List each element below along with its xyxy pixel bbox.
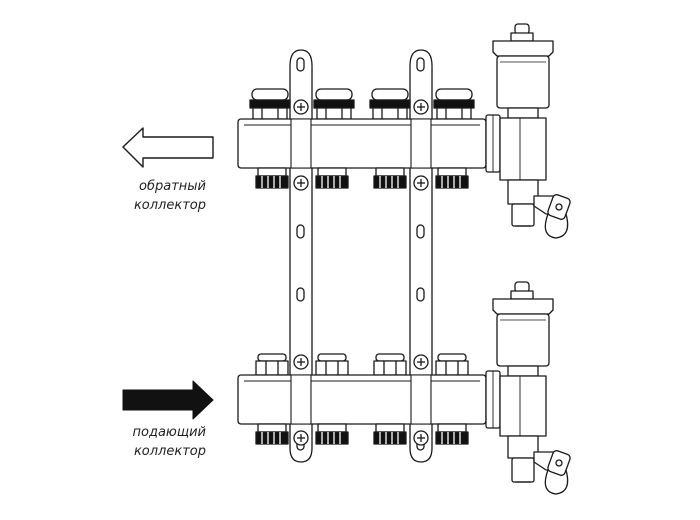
return-manifold <box>237 88 501 191</box>
valve-cap <box>433 88 475 120</box>
valve-cap <box>369 88 411 120</box>
outlet-fitting <box>373 423 407 445</box>
return-air-vent-assembly <box>492 23 571 239</box>
valve-cap <box>249 88 291 120</box>
supply-top-fittings <box>255 353 469 376</box>
supply-flow-arrow <box>122 380 214 420</box>
outlet-fitting <box>315 167 349 189</box>
bracket-screws-top <box>293 99 429 191</box>
return-manifold-bar <box>237 118 487 169</box>
outlet-fitting <box>255 423 289 445</box>
return-label-line1: обратный <box>139 179 206 194</box>
bracket-screws-bottom <box>293 354 429 446</box>
outlet-fitting <box>435 423 469 445</box>
outlet-fitting <box>373 167 407 189</box>
supply-manifold-label: подающий коллектор <box>96 423 207 461</box>
outlet-fitting <box>255 167 289 189</box>
supply-label-line2: коллектор <box>133 444 206 459</box>
return-outlets <box>255 167 469 189</box>
supply-outlets <box>255 423 469 445</box>
supply-air-vent-assembly <box>492 281 571 495</box>
return-label-line2: коллектор <box>133 198 206 213</box>
valve-cap <box>313 88 355 120</box>
return-manifold-label: обратный коллектор <box>96 177 206 215</box>
return-flow-arrow <box>122 127 214 168</box>
outlet-fitting <box>435 167 469 189</box>
supply-manifold <box>237 353 501 446</box>
supply-manifold-bar <box>237 374 487 425</box>
return-valve-caps <box>249 88 475 120</box>
outlet-fitting <box>315 423 349 445</box>
supply-label-line1: подающий <box>132 425 207 440</box>
